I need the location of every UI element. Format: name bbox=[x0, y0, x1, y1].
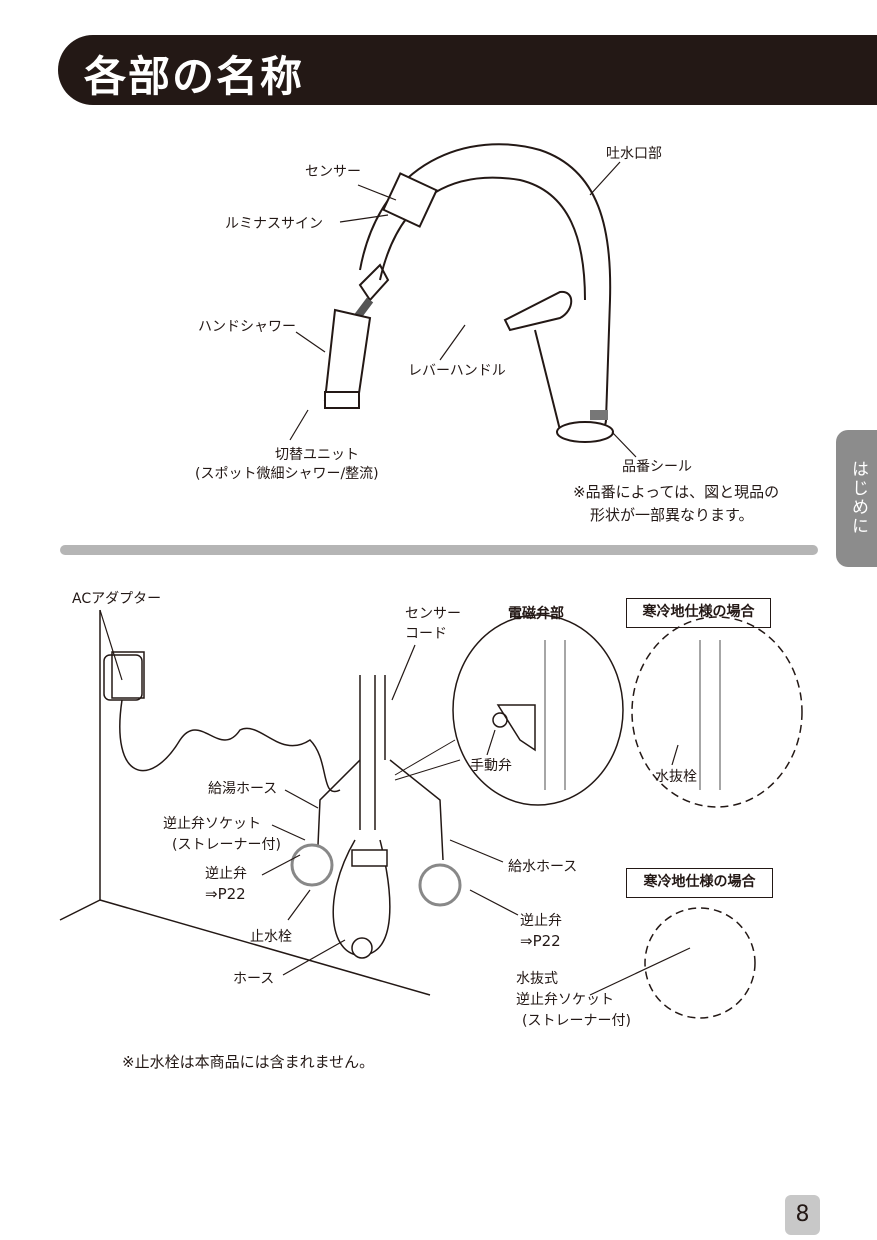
faucet-illustration bbox=[289, 143, 637, 458]
label-manual-valve: 手動弁 bbox=[470, 758, 512, 774]
label-strainer: (ストレーナー付) bbox=[172, 837, 281, 853]
label-sensor-cord-1: センサー bbox=[405, 606, 461, 622]
label-model-seal: 品番シール bbox=[622, 459, 692, 475]
label-switch-unit-note: (スポット微細シャワー/整流) bbox=[195, 466, 379, 482]
page-number: 8 bbox=[785, 1195, 820, 1235]
label-solenoid-valve: 電磁弁部 bbox=[508, 606, 564, 622]
installation-illustration bbox=[59, 609, 803, 1019]
label-spout: 吐水口部 bbox=[606, 146, 662, 162]
label-sensor-cord-2: コード bbox=[405, 626, 447, 642]
ref-left[interactable]: ⇒P22 bbox=[205, 885, 246, 903]
label-switch-unit: 切替ユニット bbox=[275, 447, 359, 463]
section-divider bbox=[60, 545, 818, 555]
page-title: 各部の名称 bbox=[84, 52, 305, 101]
label-hot-hose: 給湯ホース bbox=[208, 781, 278, 797]
label-hose: ホース bbox=[233, 971, 275, 987]
label-check-socket: 逆止弁ソケット bbox=[163, 816, 261, 832]
label-ac-adapter: ACアダプター bbox=[72, 591, 162, 607]
label-hand-shower: ハンドシャワー bbox=[198, 319, 296, 335]
note-line-2: 形状が一部異なります。 bbox=[590, 506, 754, 524]
label-cold-hose: 給水ホース bbox=[508, 859, 578, 875]
label-check-valve-right: 逆止弁 bbox=[520, 913, 562, 929]
label-stop-valve: 止水栓 bbox=[250, 929, 292, 945]
cold-region-box-2: 寒冷地仕様の場合 bbox=[626, 868, 773, 898]
cold-region-box-1: 寒冷地仕様の場合 bbox=[626, 598, 771, 628]
footnote: ※止水栓は本商品には含まれません。 bbox=[122, 1053, 375, 1071]
label-drain-type: 水抜式 bbox=[516, 971, 558, 987]
section-header: 各部の名称 bbox=[58, 35, 877, 105]
label-sensor: センサー bbox=[305, 164, 361, 180]
ref-right[interactable]: ⇒P22 bbox=[520, 932, 561, 950]
label-lever-handle: レバーハンドル bbox=[408, 363, 506, 379]
label-luminous-sign: ルミナスサイン bbox=[225, 216, 323, 232]
label-drain-strainer: (ストレーナー付) bbox=[522, 1013, 631, 1029]
side-tab-label: はじめに bbox=[848, 460, 868, 536]
side-tab-introduction[interactable]: はじめに bbox=[836, 430, 877, 567]
label-drain-check-socket: 逆止弁ソケット bbox=[516, 992, 614, 1008]
note-line-1: ※品番によっては、図と現品の bbox=[573, 483, 780, 501]
label-check-valve-left: 逆止弁 bbox=[205, 866, 247, 882]
label-drain-plug: 水抜栓 bbox=[655, 769, 697, 785]
